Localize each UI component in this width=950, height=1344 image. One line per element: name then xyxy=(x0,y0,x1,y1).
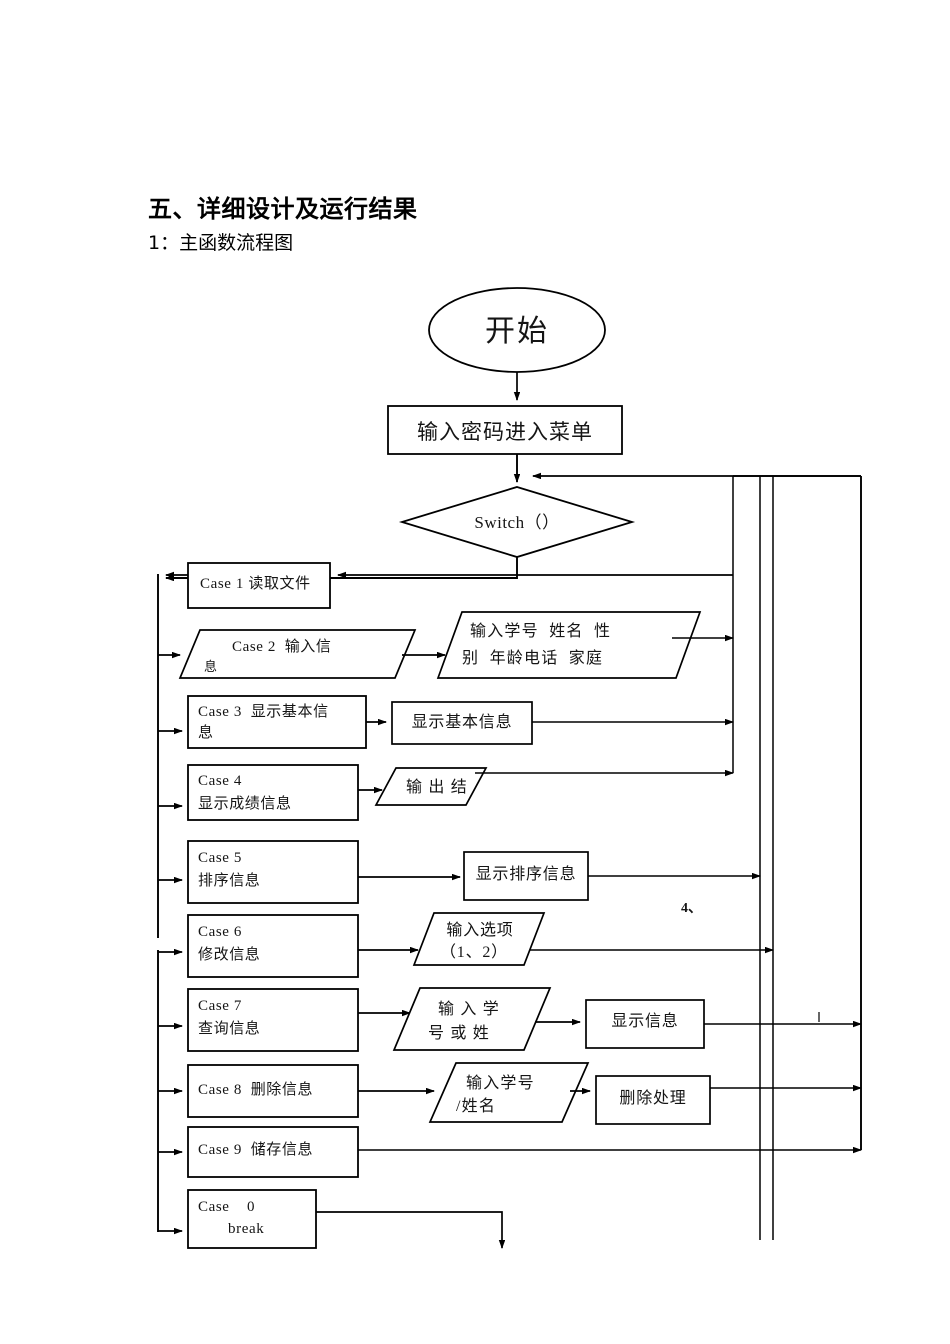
shape-switch xyxy=(398,486,636,558)
shape-case7-out xyxy=(585,999,705,1049)
shape-case0 xyxy=(187,1189,317,1249)
edge-case0-exit xyxy=(316,1211,506,1249)
shape-case7-io xyxy=(392,987,552,1051)
shape-case4 xyxy=(187,764,359,821)
page-title: 五、详细设计及运行结果 xyxy=(148,195,418,223)
shape-case6 xyxy=(187,914,359,978)
shape-case9 xyxy=(187,1126,359,1178)
shape-case8-io xyxy=(428,1062,590,1123)
shape-case7 xyxy=(187,988,359,1052)
shape-case2-io xyxy=(436,611,702,679)
shape-case8-out xyxy=(595,1075,711,1125)
shape-case8 xyxy=(187,1064,359,1118)
shape-case4-io xyxy=(374,767,488,806)
shape-case5 xyxy=(187,840,359,904)
shape-start xyxy=(428,287,606,373)
shape-case3 xyxy=(187,695,367,749)
shape-case3-out xyxy=(391,701,533,745)
shape-case2 xyxy=(178,629,417,679)
shape-case6-io xyxy=(412,912,546,966)
shape-password xyxy=(387,405,623,455)
page-subtitle: 1：主函数流程图 xyxy=(148,232,294,254)
shape-case1 xyxy=(187,562,331,609)
shape-case5-out xyxy=(463,851,589,901)
